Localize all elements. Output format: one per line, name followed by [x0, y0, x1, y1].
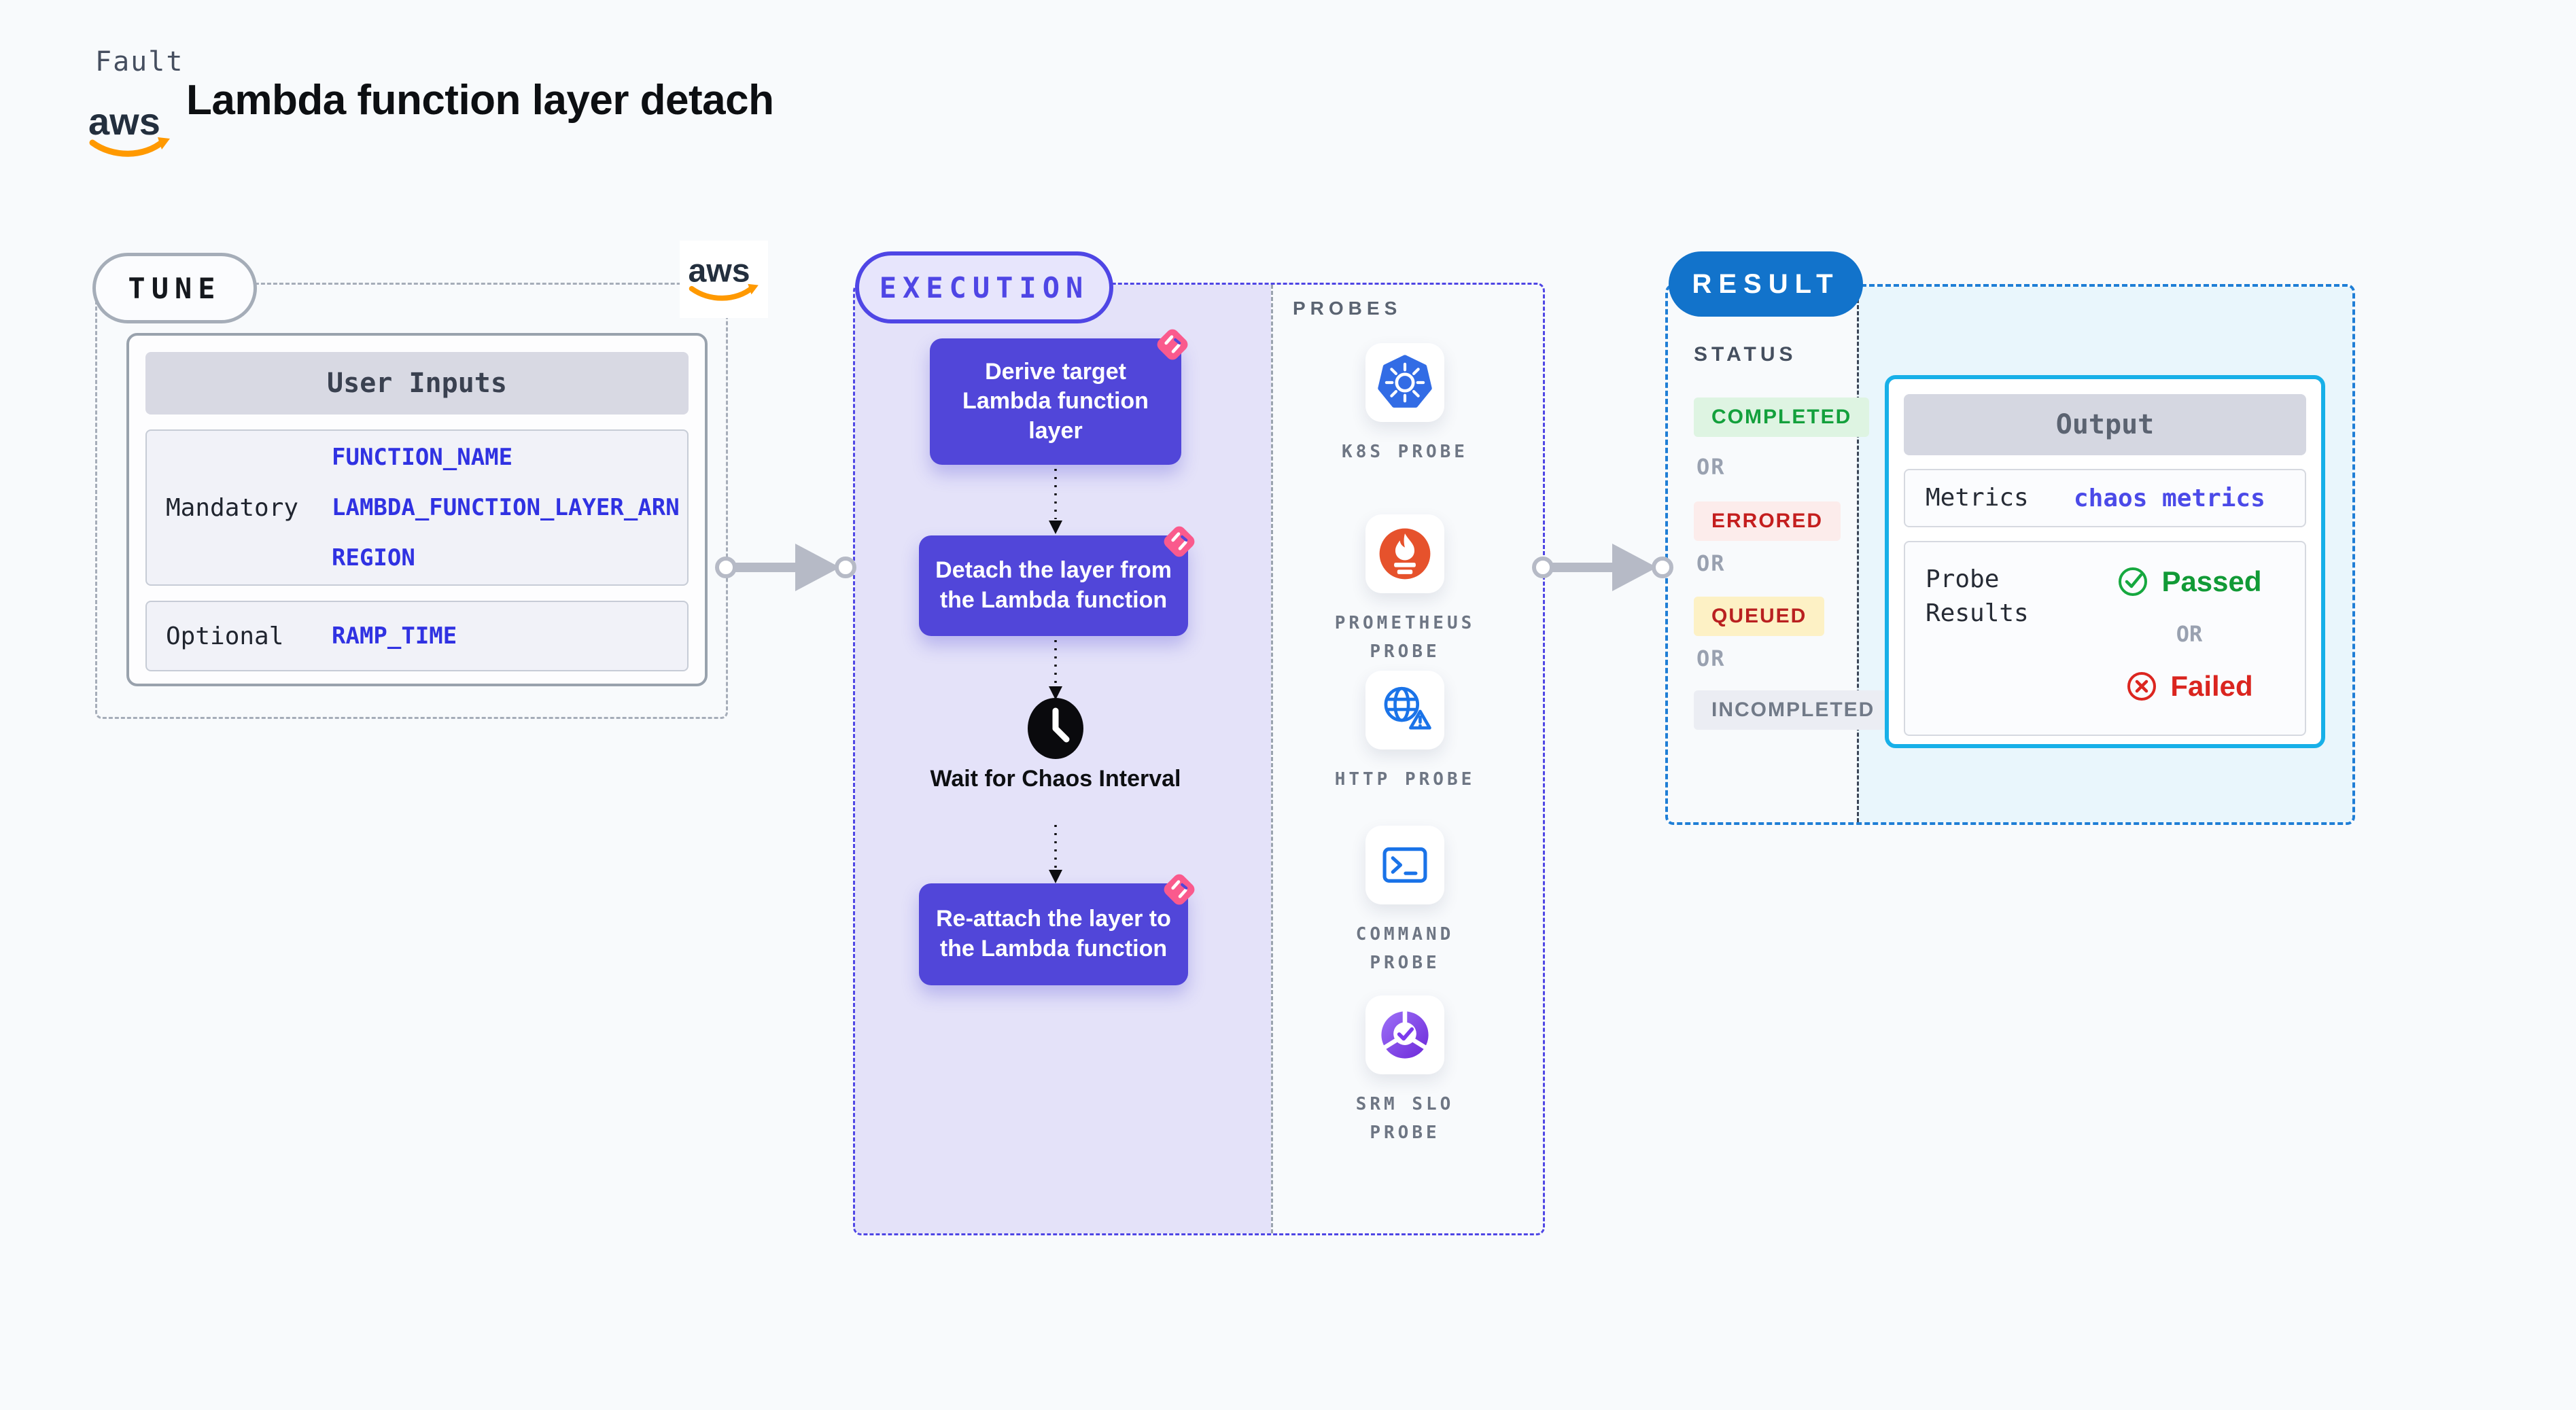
metrics-value: chaos metrics	[2074, 484, 2265, 512]
or-separator: OR	[1696, 646, 1726, 671]
param-region: REGION	[332, 544, 415, 571]
probe-results-values: Passed OR Failed	[2074, 563, 2305, 703]
svg-text:aws: aws	[688, 252, 750, 289]
param-lambda-function-layer-arn: LAMBDA_FUNCTION_LAYER_ARN	[332, 494, 680, 521]
check-circle-icon	[2119, 567, 2148, 596]
mandatory-values: FUNCTION_NAME LAMBDA_FUNCTION_LAYER_ARN …	[332, 444, 680, 571]
clock-icon	[1024, 697, 1087, 760]
command-probe-icon	[1365, 826, 1444, 904]
passed-label: Passed	[2161, 565, 2262, 597]
result-badge: RESULT	[1669, 251, 1863, 317]
chaos-icon	[1157, 329, 1188, 360]
metrics-label: Metrics	[1926, 483, 2029, 512]
probe-label: HTTP PROBE	[1334, 769, 1476, 790]
probe-label: SRM SLO PROBE	[1355, 1094, 1455, 1143]
tune-panel	[95, 283, 728, 719]
arrow-wait-to-step3	[1049, 825, 1062, 883]
step-reattach-layer: Re-attach the layer to the Lambda functi…	[919, 874, 1195, 985]
x-circle-icon	[2127, 672, 2157, 701]
failed-label: Failed	[2170, 670, 2253, 702]
status-badge-errored: ERRORED	[1694, 501, 1841, 541]
probe-label: COMMAND PROBE	[1355, 924, 1455, 973]
svg-text:aws: aws	[88, 100, 160, 143]
status-badge-completed: COMPLETED	[1694, 398, 1870, 437]
srm-slo-icon	[1365, 995, 1444, 1074]
metrics-row: Metrics chaos metrics	[1904, 469, 2306, 527]
step-label: Re-attach the layer to the Lambda functi…	[936, 906, 1171, 962]
wait-for-chaos-interval-label: Wait for Chaos Interval	[930, 766, 1181, 792]
passed-status: Passed	[2117, 565, 2262, 598]
step-label: Detach the layer from the Lambda functio…	[935, 557, 1172, 613]
param-function-name: FUNCTION_NAME	[332, 444, 513, 471]
http-probe-icon	[1365, 671, 1444, 750]
user-inputs-table: User Inputs Mandatory FUNCTION_NAME LAMB…	[126, 333, 708, 686]
output-header: Output	[1904, 394, 2306, 455]
chaos-icon	[1164, 526, 1195, 557]
probes-title: PROBES	[1293, 298, 1402, 319]
kubernetes-icon	[1365, 343, 1444, 422]
mandatory-row: Mandatory FUNCTION_NAME LAMBDA_FUNCTION_…	[145, 429, 689, 586]
or-separator: OR	[1696, 454, 1726, 480]
arrow-tune-to-execution	[715, 544, 856, 591]
optional-values: RAMP_TIME	[332, 622, 457, 650]
probe-results-label: Probe Results	[1926, 565, 2029, 628]
arrow-step2-to-wait	[1049, 640, 1062, 700]
chaos-icon	[1164, 874, 1195, 905]
status-output-divider	[1857, 287, 1859, 822]
execution-probes-divider	[1271, 285, 1273, 1233]
optional-row: Optional RAMP_TIME	[145, 601, 689, 671]
page-title: Lambda function layer detach	[186, 77, 774, 124]
mandatory-label: Mandatory	[166, 493, 299, 522]
tune-badge: TUNE	[92, 253, 257, 323]
param-ramp-time: RAMP_TIME	[332, 622, 457, 650]
arrow-probes-to-result	[1532, 544, 1673, 591]
or-separator: OR	[1696, 550, 1726, 576]
probe-label: K8S PROBE	[1342, 442, 1468, 462]
prometheus-icon	[1365, 514, 1444, 593]
probe-label: PROMETHEUS PROBE	[1334, 613, 1476, 662]
step-detach-layer: Detach the layer from the Lambda functio…	[919, 526, 1195, 636]
user-inputs-header: User Inputs	[145, 352, 689, 415]
output-card: Output Metrics chaos metrics Probe Resul…	[1885, 375, 2325, 748]
status-badge-incompleted: INCOMPLETED	[1694, 690, 1893, 730]
aws-logo: aws	[86, 99, 174, 164]
step-label: Derive target Lambda function layer	[962, 358, 1149, 444]
or-separator: OR	[2176, 621, 2203, 647]
fault-eyebrow: Fault	[95, 46, 184, 77]
step-derive-target-layer: Derive target Lambda function layer	[930, 329, 1188, 465]
optional-label: Optional	[166, 622, 284, 650]
status-badge-queued: QUEUED	[1694, 597, 1825, 636]
probe-results-row: Probe Results Passed OR Faile	[1904, 541, 2306, 736]
arrow-step1-to-step2	[1049, 469, 1062, 534]
aws-logo-small: aws	[680, 241, 768, 318]
failed-status: Failed	[2125, 670, 2253, 703]
status-title: STATUS	[1694, 343, 1797, 366]
execution-badge: EXECUTION	[855, 251, 1113, 323]
